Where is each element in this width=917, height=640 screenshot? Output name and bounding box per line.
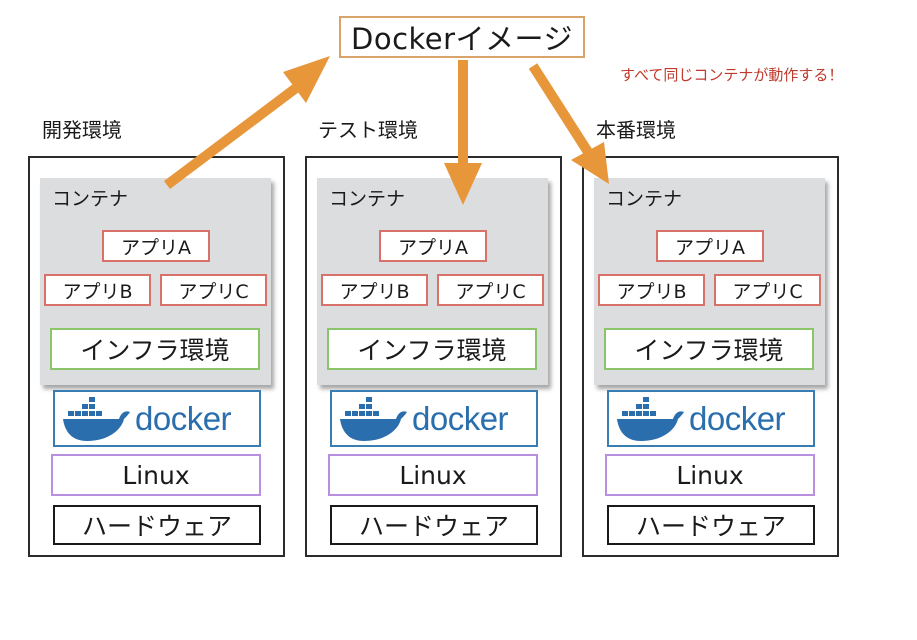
app-b-box: アプリB [598, 274, 705, 306]
linux-box: Linux [51, 454, 261, 496]
docker-logo-box: docker [53, 390, 261, 447]
infra-box: インフラ環境 [50, 328, 260, 370]
app-c-box: アプリC [714, 274, 821, 306]
env-title-prod: 本番環境 [596, 118, 676, 142]
app-b-box: アプリB [44, 274, 151, 306]
docker-logo-box: docker [330, 390, 538, 447]
container-box: コンテナ アプリA アプリB アプリC インフラ環境 [594, 178, 825, 385]
container-label: コンテナ [329, 188, 406, 210]
hardware-box: ハードウェア [607, 505, 815, 545]
environment-test: コンテナ アプリA アプリB アプリC インフラ環境 docker Linux … [305, 156, 562, 557]
infra-box: インフラ環境 [604, 328, 814, 370]
app-c-box: アプリC [160, 274, 267, 306]
docker-logo-box: docker [607, 390, 815, 447]
env-title-test: テスト環境 [318, 118, 418, 142]
environment-dev: コンテナ アプリA アプリB アプリC インフラ環境 docker Linux … [28, 156, 285, 557]
env-title-dev: 開発環境 [42, 118, 122, 142]
hardware-box: ハードウェア [53, 505, 261, 545]
container-box: コンテナ アプリA アプリB アプリC インフラ環境 [317, 178, 548, 385]
docker-image-box: Dockerイメージ [339, 16, 585, 58]
docker-wordmark: docker [412, 399, 509, 437]
docker-wordmark: docker [689, 399, 786, 437]
app-a-box: アプリA [656, 230, 764, 262]
infra-box: インフラ環境 [327, 328, 537, 370]
container-label: コンテナ [606, 188, 683, 210]
environment-prod: コンテナ アプリA アプリB アプリC インフラ環境 docker Linux … [582, 156, 839, 557]
docker-whale-icon [617, 396, 684, 441]
container-box: コンテナ アプリA アプリB アプリC インフラ環境 [40, 178, 271, 385]
app-c-box: アプリC [437, 274, 544, 306]
same-container-note: すべて同じコンテナが動作する！ [620, 66, 844, 84]
docker-wordmark: docker [135, 399, 232, 437]
docker-image-label: Dockerイメージ [351, 22, 573, 56]
hardware-box: ハードウェア [330, 505, 538, 545]
app-a-box: アプリA [102, 230, 210, 262]
arrow-image-to-prod [528, 63, 593, 155]
app-a-box: アプリA [379, 230, 487, 262]
container-label: コンテナ [52, 188, 129, 210]
linux-box: Linux [328, 454, 538, 496]
app-b-box: アプリB [321, 274, 428, 306]
arrow-head-dev-to-image [283, 56, 330, 103]
docker-whale-icon [63, 396, 130, 441]
docker-whale-icon [340, 396, 407, 441]
linux-box: Linux [605, 454, 815, 496]
